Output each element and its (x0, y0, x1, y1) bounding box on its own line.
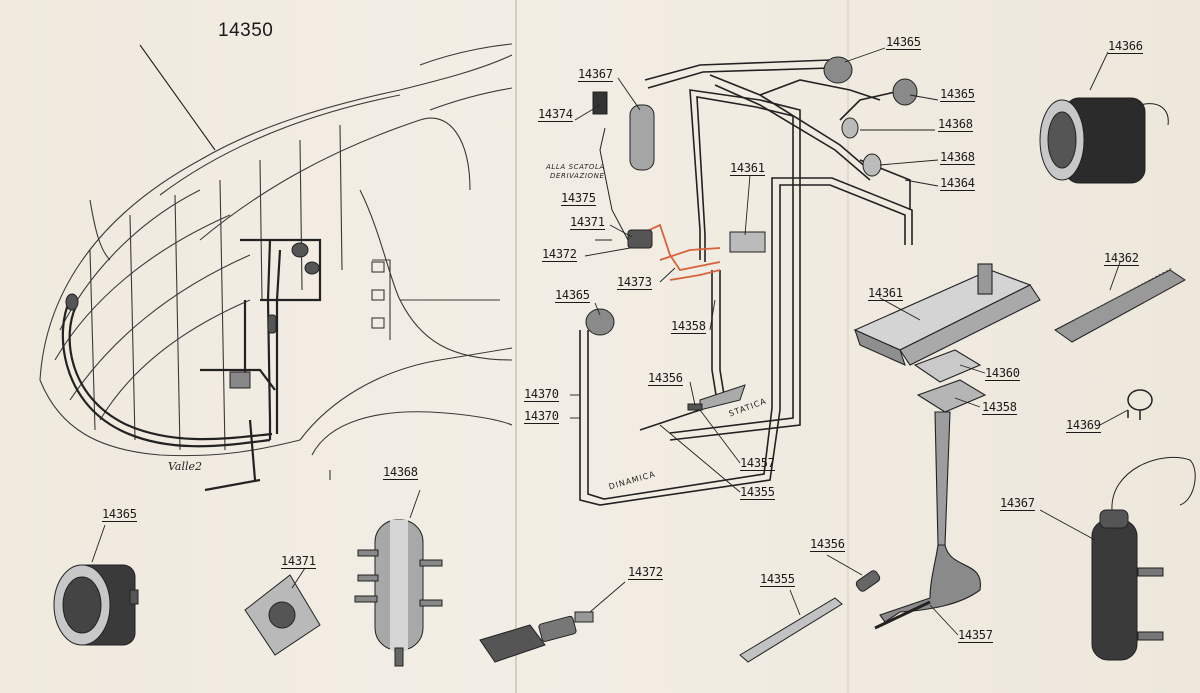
callout-14368-c: 14368 (383, 465, 418, 480)
nose-pitot-piping (61, 238, 322, 492)
leader-lines (91, 47, 1129, 636)
callout-14371-a: 14371 (570, 215, 605, 230)
callout-14361-a: 14361 (730, 161, 765, 176)
callout-14370-a: 14370 (524, 387, 559, 402)
callout-14375: 14375 (561, 191, 596, 206)
callout-14360: 14360 (985, 366, 1020, 381)
instrument-14365-drawing (53, 564, 139, 646)
bracket-14361-drawing (853, 263, 1041, 367)
callout-14367-a: 14367 (578, 67, 613, 82)
callout-14368-b: 14368 (940, 150, 975, 165)
pin-14356-drawing (855, 570, 881, 592)
callout-14357-b: 14357 (958, 628, 993, 643)
callout-14365-c: 14365 (555, 288, 590, 303)
nose-instruments (65, 242, 320, 389)
clamp-14369-drawing (1127, 389, 1153, 420)
pitot-static-schematic (579, 59, 913, 506)
callout-14357-a: 14357 (740, 456, 775, 471)
callout-14369: 14369 (1066, 418, 1101, 433)
callout-14370-b: 14370 (524, 409, 559, 424)
artist-signature: Valle2 (168, 460, 203, 473)
channel-14362-drawing (1054, 267, 1186, 343)
callout-14365-a: 14365 (886, 35, 921, 50)
callout-14355-a: 14355 (740, 485, 775, 500)
callout-14356-b: 14356 (810, 537, 845, 552)
callout-14374: 14374 (538, 107, 573, 122)
callout-14373: 14373 (617, 275, 652, 290)
rod-14355-drawing (739, 597, 843, 663)
callout-14371-b: 14371 (281, 554, 316, 569)
callout-14358-b: 14358 (982, 400, 1017, 415)
pitot-mast-14358-drawing (874, 349, 987, 630)
note-derivazione: DERIVAZIONE (550, 172, 605, 180)
callout-14365-b: 14365 (940, 87, 975, 102)
callout-14367-b: 14367 (1000, 496, 1035, 511)
callout-14355-b: 14355 (760, 572, 795, 587)
callout-14366: 14366 (1108, 39, 1143, 54)
callout-14362: 14362 (1104, 251, 1139, 266)
instrument-14366-drawing (1039, 97, 1169, 184)
connector-14372-drawing (479, 611, 594, 663)
callout-14361-b: 14361 (868, 286, 903, 301)
callout-14356-a: 14356 (648, 371, 683, 386)
manifold-14368-drawing (354, 519, 443, 667)
drawing-title: 14350 (218, 20, 274, 41)
callout-14358-a: 14358 (671, 319, 706, 334)
heater-14367-drawing (1091, 456, 1196, 661)
callout-14372-b: 14372 (628, 565, 663, 580)
schematic-components (585, 56, 918, 411)
callout-14368-a: 14368 (938, 117, 973, 132)
callout-14365-d: 14365 (102, 507, 137, 522)
callout-14364: 14364 (940, 176, 975, 191)
note-alla-scatola: ALLA SCATOLA (546, 163, 605, 171)
callout-14372-a: 14372 (542, 247, 577, 262)
fitting-14371-drawing (244, 574, 321, 656)
